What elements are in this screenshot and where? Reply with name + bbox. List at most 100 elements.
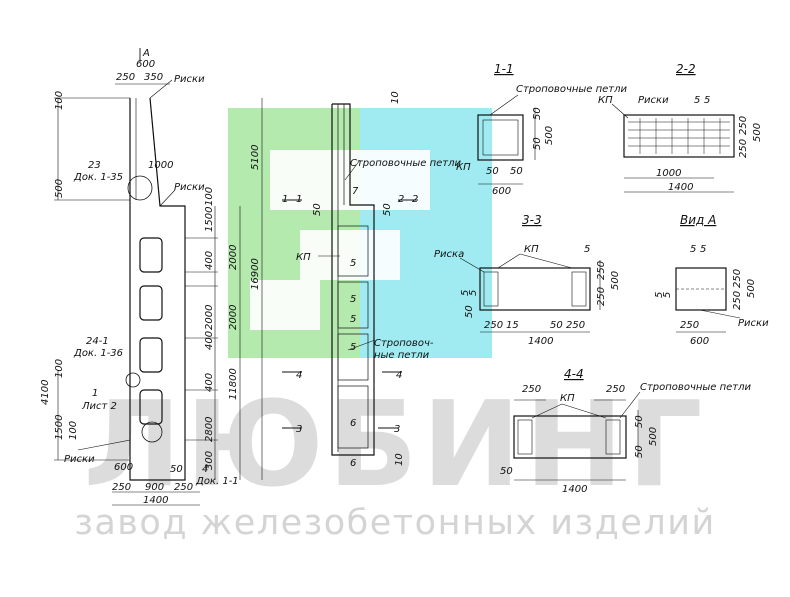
section-dim: 5 <box>584 244 590 255</box>
side-dim: 7 <box>352 186 359 197</box>
column-dim: 5100 <box>250 145 261 170</box>
section-dim: 250 <box>566 320 585 331</box>
view-a <box>675 267 741 333</box>
column-callout: Риски <box>174 74 205 85</box>
column-dim: 100 <box>68 421 79 440</box>
section-dim: 1000 <box>656 168 681 179</box>
section-label: КП <box>524 244 539 255</box>
column-dim: 400 <box>204 373 215 392</box>
logo-white-cut <box>250 280 320 330</box>
section-2-2 <box>611 103 735 193</box>
column-opening <box>139 237 163 273</box>
section-dim: 50 <box>532 137 543 150</box>
side-dim: 50 <box>312 203 323 216</box>
watermark-logo <box>228 108 492 358</box>
watermark-brand: ЛЮБИНГ <box>83 375 706 513</box>
section-dim: 50 <box>464 305 475 318</box>
section-title: Вид А <box>680 213 716 227</box>
column-opening <box>139 389 163 425</box>
section-dim: 250 <box>738 116 749 135</box>
column-callout: Док. 1-35 <box>73 172 123 183</box>
column-callout: Док. 1-36 <box>73 348 123 359</box>
section-dim: 600 <box>690 336 709 347</box>
section-dim: 250 <box>484 320 503 331</box>
section-dim: 500 <box>610 271 621 290</box>
column-dim: 600 <box>114 462 133 473</box>
column-dim: 100 <box>54 91 65 110</box>
side-callout: КП <box>296 252 311 263</box>
section-dim: 250 <box>738 139 749 158</box>
section-dim: 50 <box>634 445 645 458</box>
column-dim: 250 <box>116 72 135 83</box>
side-dim: 5 <box>350 294 356 305</box>
section-dim: 5 <box>694 95 700 106</box>
watermark-tagline: завод железобетонных изделий <box>74 503 716 543</box>
column-dim: 4100 <box>40 380 51 405</box>
section-dim: 5 <box>468 290 479 296</box>
column-opening <box>139 285 163 321</box>
column-dim: 1500 <box>54 415 65 440</box>
side-view <box>282 103 418 456</box>
column-dim: 500 <box>54 179 65 198</box>
section-3-3 <box>459 253 601 333</box>
side-dim: 10 <box>390 91 401 104</box>
column-callout: 23 <box>88 160 101 171</box>
section-label: КП <box>560 393 575 404</box>
section-title: 4-4 <box>564 367 584 381</box>
section-dim: 5 <box>662 292 673 298</box>
section-dim: 1400 <box>668 182 693 193</box>
side-callout: Строповоч- <box>374 338 434 349</box>
column-dim: 2000 <box>228 245 239 270</box>
section-label: Риски <box>738 318 769 329</box>
section-label: Риска <box>434 249 464 260</box>
side-dim: 5 <box>350 314 356 325</box>
column-callout: Риски <box>174 182 205 193</box>
section-mark: 4 <box>296 370 302 381</box>
side-view-cell <box>337 281 369 329</box>
side-dim: 6 <box>350 418 356 429</box>
section-dim: 5 <box>690 244 696 255</box>
side-callout: ные петли <box>374 350 430 361</box>
column-dim: 600 <box>136 59 155 70</box>
column-dim: 2800 <box>204 417 215 442</box>
column-dim: 16900 <box>250 258 261 290</box>
column-dim: 100 <box>54 359 65 378</box>
side-view-cell <box>337 333 369 381</box>
section-dim: 500 <box>648 427 659 446</box>
side-dim: 5 <box>350 342 356 353</box>
column-dim: 2000 <box>228 305 239 330</box>
column-detail-circle <box>125 372 141 388</box>
section-label: КП <box>456 162 471 173</box>
section-dim: 250 <box>606 384 625 395</box>
side-dim: 10 <box>394 453 405 466</box>
column-dim: 100 <box>204 187 215 206</box>
column-dim: 250 <box>112 482 131 493</box>
section-mark: 1 <box>282 194 288 205</box>
section-dim: 50 <box>532 107 543 120</box>
section-dim: 50 <box>500 466 513 477</box>
side-view-cell <box>337 385 369 449</box>
column-detail-circle <box>127 175 153 201</box>
section-label: Строповочные петли <box>516 84 628 95</box>
logo-white-cut <box>300 230 400 280</box>
section-dim: 5 <box>654 292 665 298</box>
section-dim: 50 <box>550 320 563 331</box>
side-dim: 50 <box>382 203 393 216</box>
section-label: Риски <box>638 95 669 106</box>
section-label: КП <box>598 95 613 106</box>
section-mark: 1 <box>296 194 302 205</box>
section-title: 1-1 <box>494 62 514 76</box>
section-4-4 <box>513 391 641 481</box>
section-dim: 500 <box>746 279 757 298</box>
section-dim: 1400 <box>528 336 553 347</box>
column-callout: 1 <box>92 388 98 399</box>
section-dim: 250 <box>522 384 541 395</box>
column-dim: 1400 <box>143 495 168 506</box>
section-mark: 3 <box>394 424 400 435</box>
section-1-1 <box>477 94 536 185</box>
column-dim: 300 <box>204 451 215 470</box>
column-callout: 4 <box>202 464 208 475</box>
side-view-cell <box>337 225 369 277</box>
